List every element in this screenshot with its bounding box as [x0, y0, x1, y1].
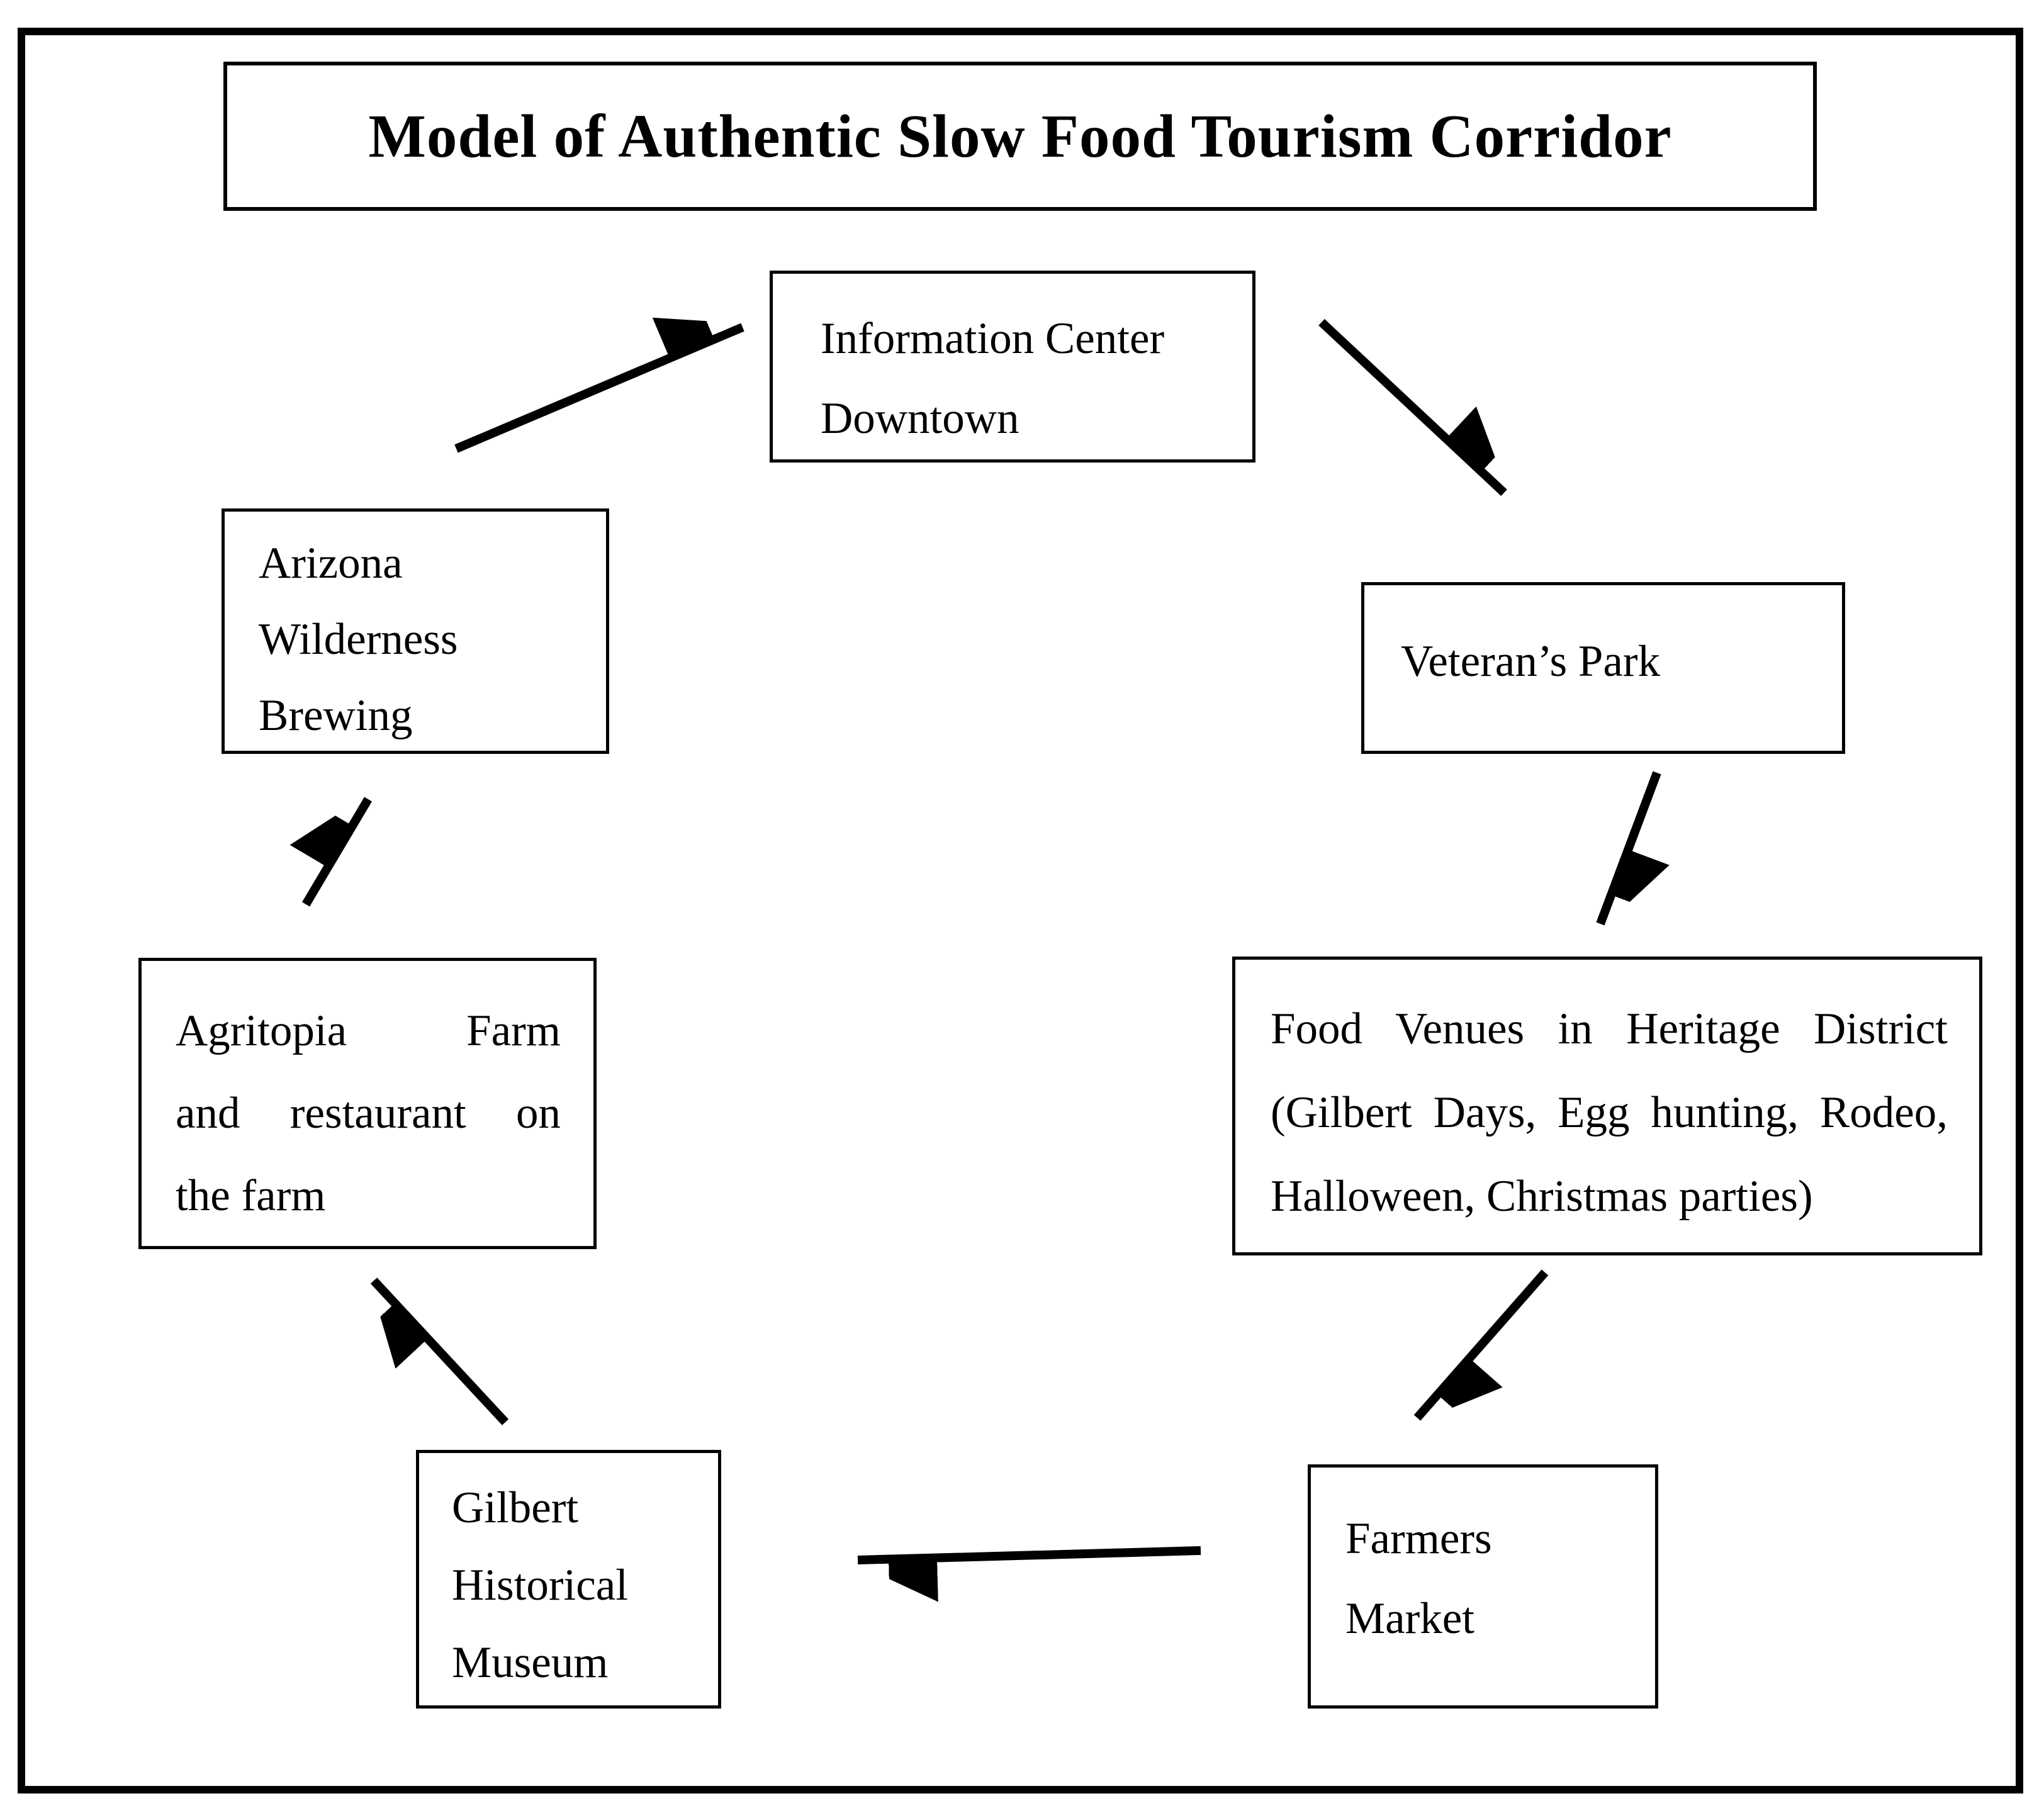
node-label-line: Halloween, Christmas parties)	[1271, 1172, 1813, 1221]
node-label-line: Farmers	[1345, 1514, 1492, 1563]
node-arizona-wilderness-brewing: Arizona Wilderness Brewing	[222, 508, 609, 754]
node-label-line: Gilbert	[452, 1483, 579, 1532]
node-veterans-park: Veteran’s Park	[1361, 582, 1845, 754]
node-farmers-market: Farmers Market	[1308, 1464, 1658, 1709]
diagram-outer-border	[18, 28, 2023, 1793]
node-label-line: Food Venues in Heritage District	[1271, 1004, 1948, 1053]
node-food-venues-heritage-district: Food Venues in Heritage District (Gilber…	[1232, 957, 1982, 1255]
node-label-line: Arizona	[259, 539, 403, 588]
node-label-line: Wilderness	[259, 615, 458, 664]
node-label-line: Information Center	[821, 314, 1165, 363]
node-gilbert-historical-museum: Gilbert Historical Museum	[416, 1450, 721, 1709]
node-label-line: Market	[1345, 1594, 1475, 1643]
node-label-line: Downtown	[821, 394, 1019, 443]
node-label-line: Agritopia Farm	[176, 1006, 561, 1055]
node-agritopia-farm: Agritopia Farm and restaurant on the far…	[138, 958, 597, 1249]
node-label-line: and restaurant on	[176, 1089, 561, 1138]
node-label-line: Veteran’s Park	[1401, 637, 1661, 686]
node-information-center-downtown: Information Center Downtown	[770, 271, 1255, 463]
diagram-title: Model of Authentic Slow Food Tourism Cor…	[368, 103, 1672, 170]
node-label-line: the farm	[176, 1171, 326, 1220]
node-label-line: Historical	[452, 1561, 628, 1610]
node-label-line: Brewing	[259, 691, 413, 740]
node-label-line: (Gilbert Days, Egg hunting, Rodeo,	[1271, 1088, 1948, 1137]
node-label-line: Museum	[452, 1638, 609, 1687]
diagram-title-box: Model of Authentic Slow Food Tourism Cor…	[223, 62, 1817, 211]
